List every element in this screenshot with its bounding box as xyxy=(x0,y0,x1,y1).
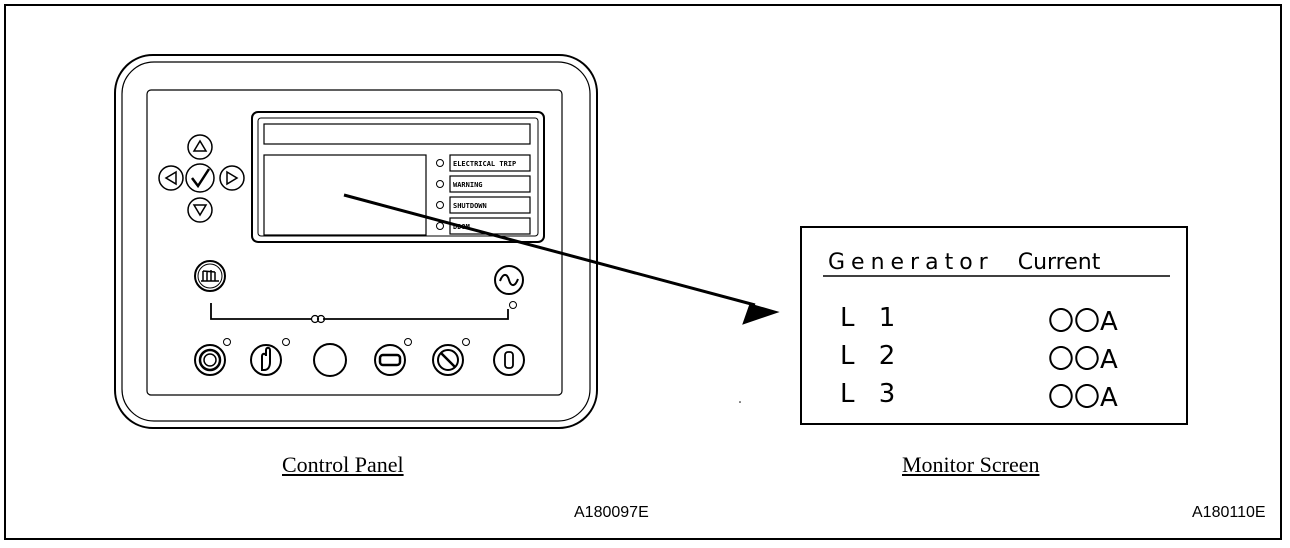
check-icon xyxy=(191,168,211,189)
monitor-row-l3: L 3 xyxy=(840,379,903,409)
value-digits: 〇〇 xyxy=(1048,307,1101,337)
indicator-label: SHUTDOWN xyxy=(453,202,487,210)
transfer-switch-icon xyxy=(316,314,326,324)
manual-button[interactable] xyxy=(250,338,290,376)
figure-code-left: A180097E xyxy=(574,504,649,521)
monitor-box xyxy=(800,226,1188,425)
right-arrow-icon xyxy=(226,170,239,186)
pointer-arrow-line xyxy=(343,193,756,307)
blank-button[interactable] xyxy=(313,343,347,377)
nav-left-button[interactable] xyxy=(158,165,184,191)
led-icon xyxy=(436,201,444,209)
led-icon xyxy=(436,159,444,167)
indicator-label: ELECTRICAL TRIP xyxy=(453,160,516,168)
speck xyxy=(739,401,741,403)
start-button[interactable] xyxy=(493,344,525,376)
auto-button[interactable] xyxy=(374,338,412,376)
panel-face xyxy=(146,89,563,396)
lcd-bezel xyxy=(251,111,545,243)
nav-up-button[interactable] xyxy=(187,134,213,160)
monitor-screen-caption: Monitor Screen xyxy=(902,452,1040,477)
monitor-row-l2: L 2 xyxy=(840,341,903,371)
panel-housing-outer xyxy=(114,54,598,429)
generator-icon xyxy=(499,273,519,287)
lcd-bezel-inner xyxy=(257,117,539,237)
indicator-label-box xyxy=(449,196,531,214)
monitor-value-l1: 〇〇A xyxy=(1048,301,1118,338)
mute-button[interactable] xyxy=(432,338,470,376)
arrow-head-icon xyxy=(742,303,780,325)
left-arrow-icon xyxy=(164,170,177,186)
indicator-electrical-trip: ELECTRICAL TRIP xyxy=(436,154,531,172)
led-icon xyxy=(509,301,517,309)
stop-icon xyxy=(198,348,222,372)
auto-icon xyxy=(378,353,402,367)
unit-label: A xyxy=(1100,383,1118,413)
manual-icon xyxy=(261,346,271,371)
figure-frame xyxy=(4,4,1282,540)
mains-icon xyxy=(201,270,219,282)
monitor-value-l3: 〇〇A xyxy=(1048,377,1118,414)
monitor-title: Generator Current xyxy=(828,250,1100,275)
indicator-label-box xyxy=(449,154,531,172)
led-icon xyxy=(282,338,290,346)
led-icon xyxy=(436,180,444,188)
unit-label: A xyxy=(1100,345,1118,375)
down-arrow-icon xyxy=(192,204,208,217)
led-icon xyxy=(223,338,231,346)
nav-right-button[interactable] xyxy=(219,165,245,191)
value-digits: 〇〇 xyxy=(1048,383,1101,413)
mains-button[interactable] xyxy=(194,260,226,292)
indicator-label-box xyxy=(449,175,531,193)
lcd-screen xyxy=(263,154,427,236)
phase-label: L 2 xyxy=(840,341,904,371)
led-icon xyxy=(436,222,444,230)
transfer-line xyxy=(210,303,509,320)
transfer-switch-icon xyxy=(310,314,320,324)
panel-housing-inner xyxy=(121,61,591,422)
monitor-value-l2: 〇〇A xyxy=(1048,339,1118,376)
up-arrow-icon xyxy=(192,139,208,152)
generator-button[interactable] xyxy=(494,265,524,309)
led-icon xyxy=(404,338,412,346)
start-icon xyxy=(504,351,514,369)
value-digits: 〇〇 xyxy=(1048,345,1101,375)
phase-label: L 3 xyxy=(840,379,904,409)
figure-code-right: A180110E xyxy=(1192,504,1266,521)
monitor-title-word2: Current xyxy=(1017,250,1101,275)
nav-check-button[interactable] xyxy=(185,163,215,193)
lcd-top-strip xyxy=(263,123,531,145)
indicator-shutdown: SHUTDOWN xyxy=(436,196,531,214)
monitor-row-l1: L 1 xyxy=(840,303,903,333)
unit-label: A xyxy=(1100,307,1118,337)
mute-icon xyxy=(437,349,459,371)
indicator-label: WARNING xyxy=(453,181,483,189)
stop-button[interactable] xyxy=(194,338,231,376)
phase-label: L 1 xyxy=(840,303,904,333)
led-icon xyxy=(462,338,470,346)
nav-down-button[interactable] xyxy=(187,197,213,223)
monitor-title-word1: Generator xyxy=(828,250,994,275)
control-panel-caption: Control Panel xyxy=(282,452,404,477)
blank-icon xyxy=(313,343,347,377)
indicator-warning: WARNING xyxy=(436,175,531,193)
